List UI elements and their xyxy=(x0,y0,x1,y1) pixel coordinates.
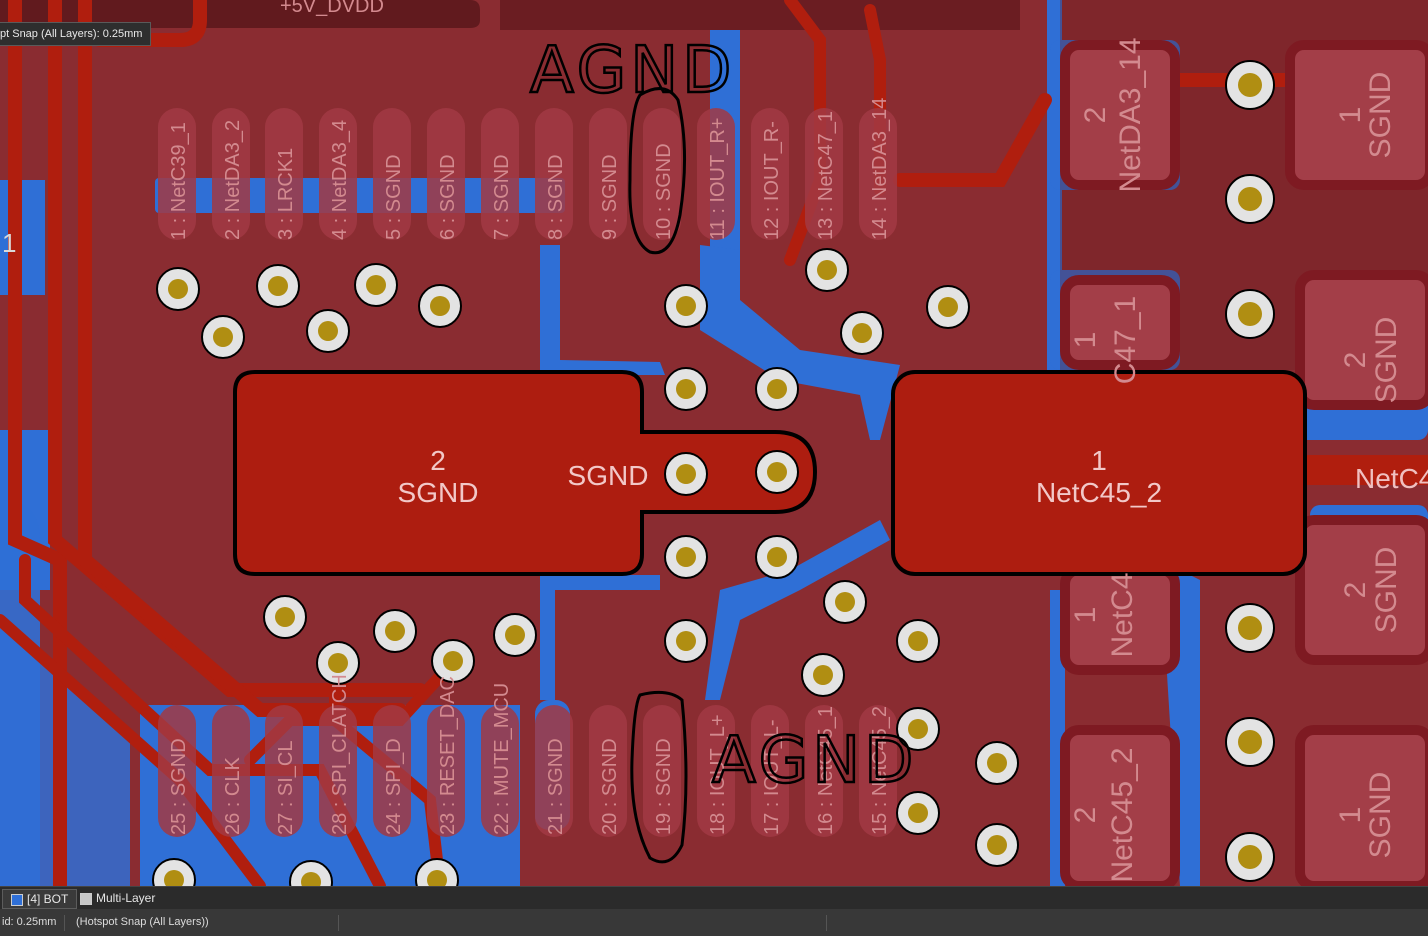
layer-color-swatch xyxy=(11,894,23,906)
bottom-pin-label: 19 : SGND xyxy=(653,738,675,835)
annotation-bottom: AGND xyxy=(712,724,917,798)
smd-label: 1 xyxy=(1069,332,1102,349)
bottom-pin-label: 26 : CLK xyxy=(222,757,244,835)
status-snap: (Hotspot Snap (All Layers)) xyxy=(76,916,209,928)
bottom-pin-label: 22 : MUTE_MCU xyxy=(491,683,513,835)
large-pads xyxy=(233,370,1307,576)
smd-label: 2 xyxy=(1339,352,1372,369)
status-separator xyxy=(338,915,339,931)
bottom-pin-labels: 25 : SGND 26 : CLK 27 : SI_CL 28 : SPI_C… xyxy=(168,674,891,835)
annotation-top: AGND xyxy=(530,34,735,108)
top-pin-label: 11 : IOUT_R+ xyxy=(707,118,729,240)
pad-left-center-label: SGND xyxy=(568,460,649,491)
bottom-pin-label: 20 : SGND xyxy=(599,738,621,835)
smd-label: SGND xyxy=(1364,772,1397,859)
bottom-pin-label: 16 : NetC45_1 xyxy=(815,706,837,835)
right-edge-label: NetC4 xyxy=(1355,463,1428,494)
pad-left-number: 2 xyxy=(430,445,446,476)
top-pin-labels: 1 : NetC39_1 2 : NetDA3_2 3 : LRCK1 4 : … xyxy=(168,98,891,240)
top-pin-label: 1 : NetC39_1 xyxy=(168,122,190,240)
pad-right-number: 1 xyxy=(1091,445,1107,476)
layer-tabs-bar: [4] BOT Multi-Layer xyxy=(0,886,1428,909)
annotation-loop-top xyxy=(628,87,687,255)
top-pin-label: 8 : SGND xyxy=(545,154,567,240)
handwritten-annotations xyxy=(628,87,688,864)
status-grid: id: 0.25mm xyxy=(2,916,57,928)
smd-component-bodies xyxy=(1060,40,1428,886)
status-separator xyxy=(64,915,65,931)
status-separator xyxy=(826,915,827,931)
bottom-pin-label: 15 : NetC45_2 xyxy=(869,706,891,835)
snap-hud-text: pt Snap (All Layers): 0.25mm xyxy=(0,28,143,40)
smd-label: NetC4 xyxy=(1106,572,1139,657)
bottom-pin-pads xyxy=(158,705,897,837)
bottom-pin-label: 17 : IOUT_L- xyxy=(761,719,783,835)
annotation-loop-bottom xyxy=(630,690,688,864)
smd-label: NetC45_2 xyxy=(1106,747,1139,882)
top-pin-label: 6 : SGND xyxy=(437,154,459,240)
top-pin-label: 2 : NetDA3_2 xyxy=(222,120,244,240)
layer-tab-label: [4] BOT xyxy=(27,892,69,906)
bottom-pin-label: 27 : SI_CL xyxy=(275,740,297,835)
bottom-pin-label: 25 : SGND xyxy=(168,738,190,835)
smd-label: C47_1 xyxy=(1109,296,1142,384)
bottom-pin-label: 24 : SPI_D xyxy=(383,738,405,835)
bottom-pin-label: 28 : SPI_CLATCH xyxy=(329,674,351,835)
snap-hud: pt Snap (All Layers): 0.25mm xyxy=(0,22,152,46)
top-pin-label: 4 : NetDA3_4 xyxy=(329,120,351,240)
smd-label: 1 xyxy=(1069,607,1102,624)
vias xyxy=(152,60,1275,886)
top-pin-pads xyxy=(158,108,897,240)
pad-right-net: NetC45_2 xyxy=(1036,477,1162,508)
bottom-pin-label: 21 : SGND xyxy=(545,738,567,835)
pcb-canvas[interactable]: 1 : NetC39_1 2 : NetDA3_2 3 : LRCK1 4 : … xyxy=(0,0,1428,886)
smd-label: 2 xyxy=(1069,807,1102,824)
top-pin-label: 14 : NetDA3_14 xyxy=(869,98,891,240)
smd-label: 1 xyxy=(1334,807,1367,824)
pad-left-net: SGND xyxy=(398,477,479,508)
top-pin-label: 12 : IOUT_R- xyxy=(761,121,783,240)
smd-label: 2 xyxy=(1079,107,1112,124)
top-pin-label: 9 : SGND xyxy=(599,154,621,240)
left-edge-label: 1 xyxy=(2,228,16,258)
dark-pour-top-left xyxy=(0,0,480,28)
layer-color-swatch xyxy=(80,893,92,905)
smd-label: NetDA3_14 xyxy=(1114,37,1147,192)
via-hole-group xyxy=(164,73,1262,886)
status-bar: id: 0.25mm (Hotspot Snap (All Layers)) xyxy=(0,909,1428,936)
bottom-pin-label: 18 : IOUT_L+ xyxy=(707,714,729,835)
smd-label: 2 xyxy=(1339,582,1372,599)
top-pin-label: 10 : SGND xyxy=(653,143,675,240)
layer-tab-label: Multi-Layer xyxy=(96,891,156,905)
top-pin-label: 13 : NetC47_1 xyxy=(815,111,837,240)
layer-tab-bottom[interactable]: [4] BOT xyxy=(2,889,78,909)
smd-label: SGND xyxy=(1370,547,1403,634)
top-pin-label: 5 : SGND xyxy=(383,154,405,240)
top-pin-label: 3 : LRCK1 xyxy=(275,148,297,240)
top-pin-label: 7 : SGND xyxy=(491,154,513,240)
net-label-top: +5V_DVDD xyxy=(280,0,384,17)
smd-label: SGND xyxy=(1364,72,1397,159)
smd-label: 1 xyxy=(1334,107,1367,124)
layer-tab-multilayer[interactable]: Multi-Layer xyxy=(72,889,163,907)
smd-label: SGND xyxy=(1370,317,1403,404)
bottom-pin-label: 23 : RESET_DAC xyxy=(437,676,459,835)
